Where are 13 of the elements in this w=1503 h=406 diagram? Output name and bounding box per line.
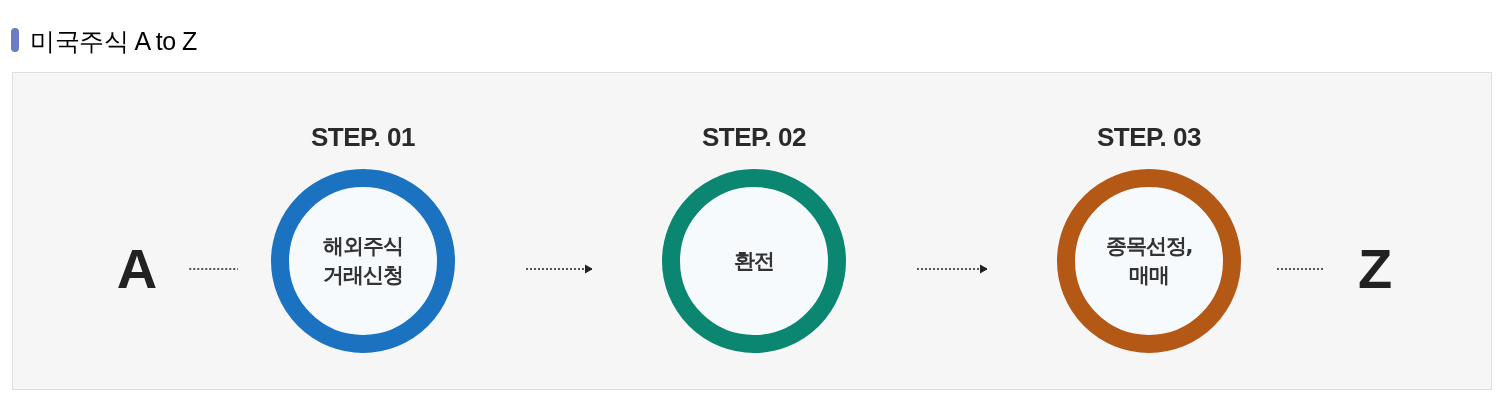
dotted-arrow xyxy=(525,264,593,274)
dotted-line xyxy=(188,268,239,270)
step-heading: STEP. 03 xyxy=(1097,122,1201,152)
end-letter: A xyxy=(116,247,158,291)
step-label: 종목선정, 매매 xyxy=(1104,233,1194,289)
title: 미국주식 A to Z xyxy=(30,26,197,57)
step-heading: STEP. 01 xyxy=(311,122,415,152)
step-heading: STEP. 02 xyxy=(702,122,806,152)
dotted-line xyxy=(1276,268,1326,270)
end-letter: Z xyxy=(1357,247,1393,291)
step-label: 해외주식 거래신청 xyxy=(322,233,404,289)
step-label: 환전 xyxy=(734,247,774,275)
dotted-arrow xyxy=(916,264,988,274)
